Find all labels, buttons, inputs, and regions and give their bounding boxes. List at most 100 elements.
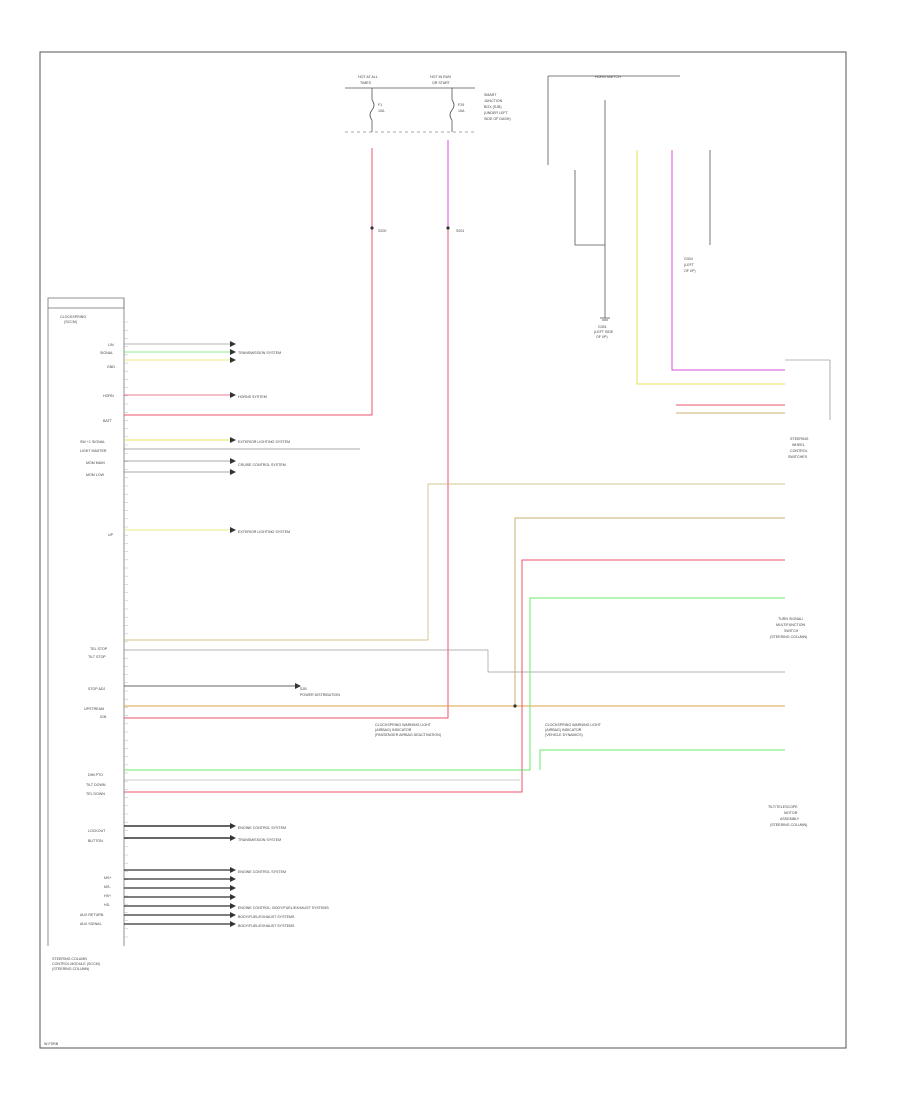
footer-code: W-FSRB [44,1042,59,1046]
pin-label: IGN [100,715,107,719]
ground-label-1: G301 [598,325,607,329]
arrowheads [230,341,301,927]
multifunction-label-2: MULTIFUNCTION [776,623,805,627]
destination-label: EXTERIOR LIGHTING SYSTEM [238,440,290,444]
tilt-motor-label-4: (STEERING COLUMN) [770,823,807,827]
multifunction-label-1: TURN SIGNAL/ [778,617,803,621]
splice-dot [370,226,374,230]
fuse-a-amp: 10A [378,109,385,113]
multifunction-label-3: SWITCH [784,629,799,633]
wire-ign-feed [124,150,449,719]
destination-label: BODY/FUEL/EXHAUST SYSTEMS [238,924,295,928]
tilt-motor-label-2: MOTOR [784,811,798,815]
right-ground-3: OF I/P) [684,269,696,273]
destination-label: TRANSMISSION SYSTEM [238,351,281,355]
splice-dot [513,704,517,708]
pin-label: MS- [104,885,111,889]
tilt-motor-label-1: TILT/TELESCOPE [768,805,798,809]
diagram-border [39,51,847,1049]
pin-label: LIN [108,343,114,347]
mid-note2-1: CLOCKSPRING WARNING LIGHT [545,723,602,727]
right-ground-2: (LEFT [684,263,695,267]
module-header-line-2: (SCCM) [64,320,77,324]
pin-label: SIGNAL [100,351,113,355]
fuse-b-title: HOT IN RUN [430,75,451,79]
swc-label-4: SWITCHES [788,455,808,459]
wire-c [124,597,785,771]
sjb-label-3: BOX (SJB) [484,105,502,109]
horn-switch-label: HORN SWITCH [595,75,621,79]
pin-label: MOM MAIN [86,461,105,465]
pin-label: TEL DOWN [86,792,105,796]
fuse-b-number: F29 [458,103,464,107]
sjb-label-5: SIDE OF DASH) [484,117,511,121]
mid-note-1: CLOCKSPRING WARNING LIGHT [375,723,432,727]
ground-symbol: G301 (LEFT SIDE OF I/P) [594,310,614,339]
fuse-a-sub: TIMES [360,81,372,85]
wires [124,75,785,925]
pin-label: UPSTREAM [84,707,104,711]
mid-note-3: (PASSENGER AIRBAG DEACTIVATION) [375,733,441,737]
wire-tilt-stop [124,649,785,673]
pin-label: TILT STOP [88,655,106,659]
splice-s200: S200 [378,229,386,233]
mid-note2-2: (AIRBAG) INDICATOR [545,728,582,732]
pin-label: BUTTON [88,839,103,843]
pin-label: BATT [103,419,113,423]
pin-label: AUX SIGNAL [80,922,102,926]
wire-swc-1 [574,170,605,246]
right-modules: STEERING WHEEL CONTROL SWITCHES TURN SIG… [768,359,831,827]
fuse-b-sub: OR START [432,81,451,85]
fuse-b-amp: 10A [458,109,465,113]
fuse-panel: HOT AT ALL TIMES HOT IN RUN OR START F1 … [345,75,511,133]
swc-label-1: STEERING [790,437,809,441]
module-label-line-3: (STEERING COLUMN) [52,967,89,971]
pin-label: GND [107,365,115,369]
pin-label: LIGHT MASTER [80,449,107,453]
pin-label: SW +1 SIGNAL [80,440,105,444]
pin-label: HS+ [104,894,111,898]
destination-label: CRUISE CONTROL SYSTEM [238,463,286,467]
pin-label: LOCKOUT [88,829,106,833]
wire-tel-stop [124,483,785,641]
destination-label: TRANSMISSION SYSTEM [238,838,281,842]
ground-label-3: OF I/P) [596,335,608,339]
pin-label: HORN [103,394,114,398]
sjb-label-2: JUNCTION [484,99,503,103]
pin-label: MOM LOW [86,473,105,477]
module-header-line-1: CLOCKSPRING [60,315,86,319]
destination-label: HORNS SYSTEM [238,395,267,399]
destination-label: ENGINE CONTROL SYSTEM [238,826,286,830]
module-label-line-1: STEERING COLUMN [52,957,87,961]
wire-swc-3 [636,150,785,385]
destination-label: ENGINE CONTROL SYSTEM [238,870,286,874]
pin-label: AUX RETURN [80,913,104,917]
wire-a [514,517,785,706]
right-ground-1: G304 [684,257,693,261]
sjb-label-1: SMART [484,93,497,97]
fuse-a-title: HOT AT ALL [358,75,378,79]
tilt-motor-label-3: ASSEMBLY [780,817,800,821]
wire-swc-4 [671,150,785,371]
pin-label: TEL STOP [90,647,108,651]
module-pin-labels: LIN SIGNAL GND HORN BATT SW +1 SIGNAL LI… [80,343,115,926]
pin-label: HS- [104,903,111,907]
pin-number-column [124,321,128,938]
module-label-line-2: CONTROL MODULE (SCCM) [52,962,100,966]
sccm-module: CLOCKSPRING (SCCM) STEERING COLUMN CONTR… [47,297,125,971]
pin-label: MS+ [104,876,112,880]
destination-label: ENGINE CONTROL: BODY/FUEL/EXHAUST SYSTEM… [238,906,329,910]
swc-label-3: CONTROL [790,449,808,453]
pin-label: TILT DOWN [86,783,106,787]
multifunction-label-4: (STEERING COLUMN) [770,635,807,639]
mid-note-2: (AIRBAG) INDICATOR [375,728,412,732]
sjb-label-4: (UNDER LEFT [484,111,509,115]
destination-label: POWER DISTRIBUTION [300,693,340,697]
fuse-a-number: F1 [378,103,382,107]
destination-label: EXTERIOR LIGHTING SYSTEM [238,530,290,534]
destination-labels: TRANSMISSION SYSTEM HORNS SYSTEM EXTERIO… [238,351,340,928]
mid-note2-3: (VEHICLE DYNAMICS) [545,733,583,737]
pin-label: DIM PTO [88,773,103,777]
wire-b [124,559,785,793]
splice-s201: S201 [456,229,464,233]
